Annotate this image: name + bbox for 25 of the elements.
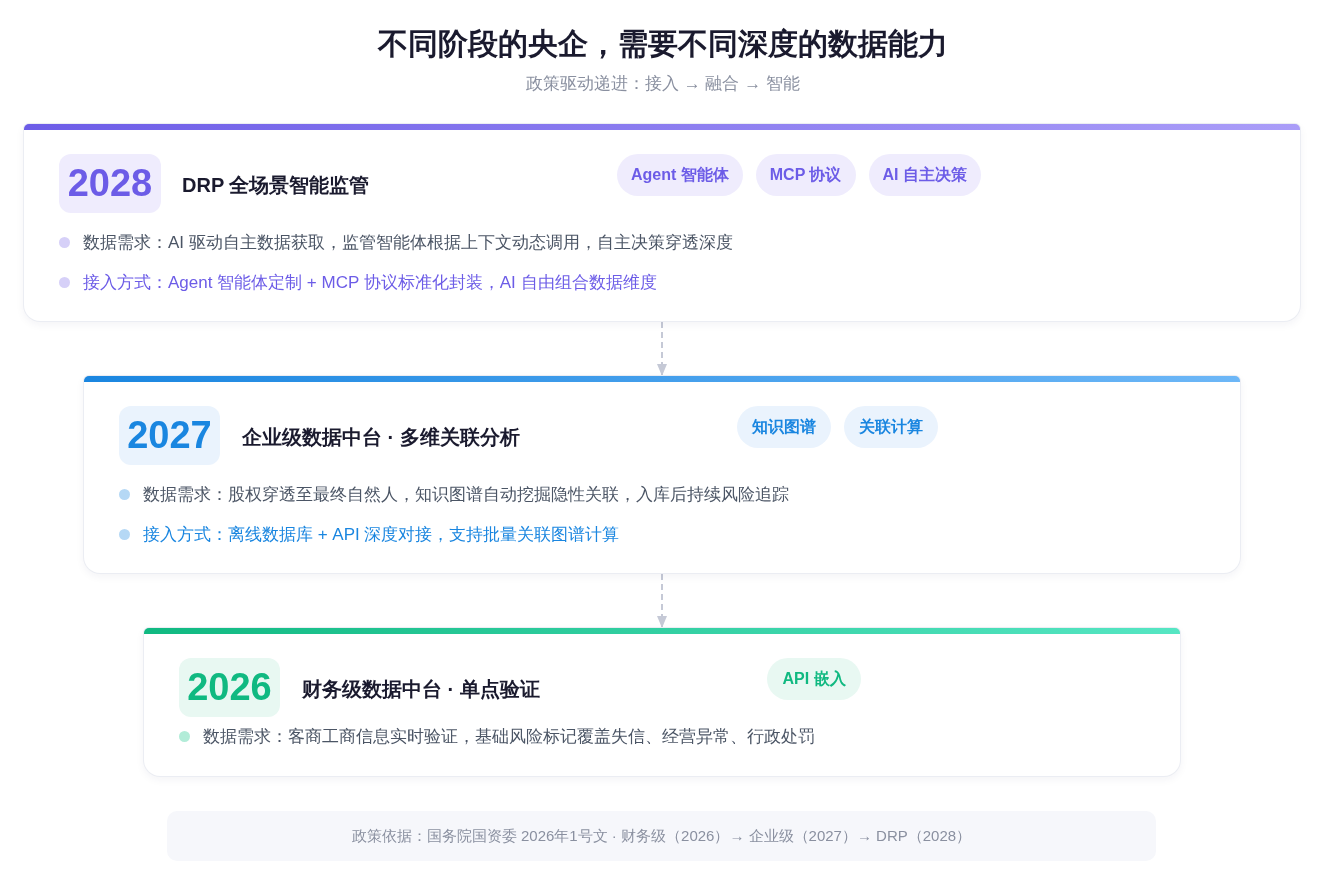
- diagram-title: 不同阶段的央企，需要不同深度的数据能力: [378, 26, 948, 62]
- tag-pill: 知识图谱: [737, 406, 831, 448]
- stage-card: [144, 628, 1180, 776]
- stage-card: [24, 124, 1300, 321]
- year-badge: 2026: [179, 658, 280, 717]
- tag-pill: API 嵌入: [767, 658, 861, 700]
- bullet-text: 接入方式：离线数据库 + API 深度对接，支持批量关联图谱计算: [143, 524, 620, 546]
- dashed-arrow: [657, 321, 667, 377]
- tag-pill: 关联计算: [844, 406, 938, 448]
- bullet-text: 数据需求：AI 驱动自主数据获取，监管智能体根据上下文动态调用，自主决策穿透深度: [83, 232, 733, 254]
- note-box: 政策依据：国务院国资委 2026年1号文 · 财务级（2026）→ 企业级（2027）→ DRP（2028）: [167, 811, 1156, 861]
- card-heading: 企业级数据中台 · 多维关联分析: [242, 425, 520, 450]
- stage-card: [84, 376, 1240, 573]
- dashed-arrow: [657, 573, 667, 629]
- subtitle: 政策驱动递进：接入 → 融合 → 智能: [526, 73, 800, 95]
- tag-pill: MCP 协议: [755, 154, 856, 196]
- year-badge: 2028: [59, 154, 161, 213]
- card-heading: DRP 全场景智能监管: [182, 173, 370, 198]
- bullet-text: 数据需求：客商工商信息实时验证，基础风险标记覆盖失信、经营异常、行政处罚: [203, 726, 815, 748]
- year-badge: 2027: [119, 406, 220, 465]
- tag-pill: Agent 智能体: [617, 154, 743, 196]
- card-heading: 财务级数据中台 · 单点验证: [302, 677, 540, 702]
- bullet-text: 数据需求：股权穿透至最终自然人，知识图谱自动挖掘隐性关联，入库后持续风险追踪: [143, 484, 789, 506]
- bullet-text: 接入方式：Agent 智能体定制 + MCP 协议标准化封装，AI 自由组合数据维度: [83, 272, 657, 294]
- tag-pill: AI 自主决策: [868, 154, 981, 196]
